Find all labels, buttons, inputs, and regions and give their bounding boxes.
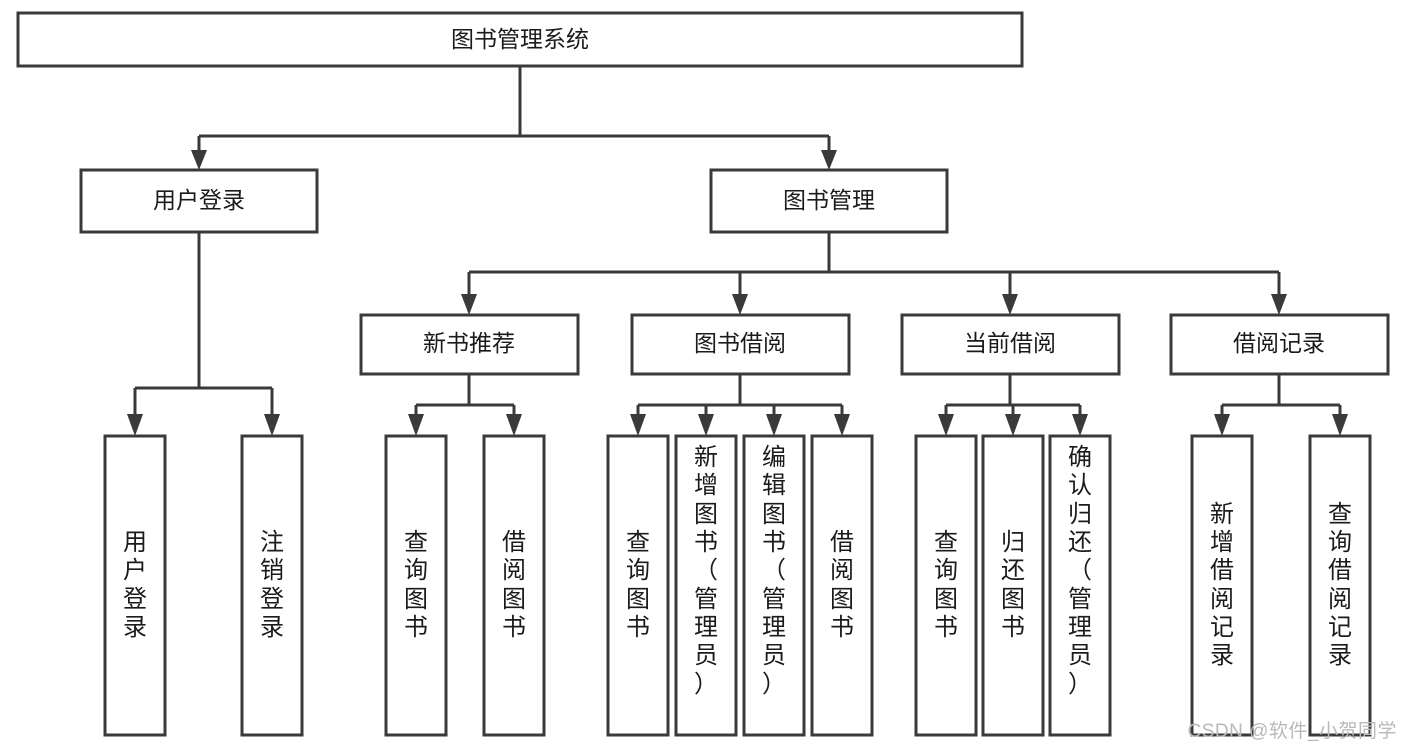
arrow-head-new-book-recommend — [461, 294, 477, 315]
node-leaf-query-record-box[interactable] — [1308, 434, 1372, 737]
node-leaf-return-book-box[interactable] — [981, 434, 1045, 737]
node-leaf-edit-book-box[interactable] — [742, 434, 806, 737]
node-leaf-query-book-3-box[interactable] — [914, 434, 978, 737]
arrow-head-leaf-user-login — [127, 414, 143, 436]
arrow-head-leaf-query-book-2 — [630, 414, 646, 436]
node-user-login-label: 用户登录 — [153, 187, 245, 213]
watermark-text: CSDN @软件_小贺同学 — [1187, 721, 1397, 742]
arrow-head-leaf-add-book — [698, 414, 714, 436]
arrow-head-leaf-query-record — [1332, 414, 1348, 436]
arrow-head-user-login — [191, 150, 207, 170]
node-current-borrow[interactable]: 当前借阅 — [900, 313, 1121, 376]
node-leaf-confirm-return-box[interactable] — [1048, 434, 1112, 737]
node-new-book-recommend-label: 新书推荐 — [423, 330, 515, 356]
arrow-head-leaf-add-record — [1214, 414, 1230, 436]
connector-layer — [127, 66, 1348, 436]
node-root-label: 图书管理系统 — [451, 26, 589, 52]
node-current-borrow-label: 当前借阅 — [964, 330, 1056, 356]
arrow-head-book-borrow — [732, 294, 748, 315]
node-book-manage[interactable]: 图书管理 — [709, 168, 949, 234]
arrow-head-leaf-logout — [264, 414, 280, 436]
arrow-head-leaf-query-book-3 — [938, 414, 954, 436]
node-borrow-record[interactable]: 借阅记录 — [1169, 313, 1390, 376]
arrow-head-leaf-confirm-return — [1072, 414, 1088, 436]
node-new-book-recommend-box[interactable] — [359, 313, 580, 376]
node-leaf-borrow-book-2-box[interactable] — [810, 434, 874, 737]
node-book-borrow[interactable]: 图书借阅 — [630, 313, 851, 376]
node-leaf-borrow-book-1-box[interactable] — [482, 434, 546, 737]
node-borrow-record-label: 借阅记录 — [1233, 330, 1325, 356]
node-user-login-box[interactable] — [79, 168, 319, 234]
node-book-manage-box[interactable] — [709, 168, 949, 234]
arrow-head-leaf-query-book-1 — [408, 414, 424, 436]
arrow-head-borrow-record — [1271, 294, 1287, 315]
arrow-head-leaf-borrow-book-2 — [834, 414, 850, 436]
arrow-head-book-manage — [821, 150, 837, 170]
node-new-book-recommend[interactable]: 新书推荐 — [359, 313, 580, 376]
arrow-head-current-borrow — [1002, 294, 1018, 315]
node-leaf-logout-box[interactable] — [240, 434, 304, 737]
node-book-borrow-box[interactable] — [630, 313, 851, 376]
leaf-box-layer — [103, 434, 1372, 737]
node-leaf-query-book-1-box[interactable] — [384, 434, 448, 737]
node-leaf-user-login-box[interactable] — [103, 434, 167, 737]
node-root[interactable]: 图书管理系统 — [16, 11, 1024, 68]
node-book-manage-label: 图书管理 — [783, 187, 875, 213]
node-borrow-record-box[interactable] — [1169, 313, 1390, 376]
node-current-borrow-box[interactable] — [900, 313, 1121, 376]
arrow-head-leaf-edit-book — [766, 414, 782, 436]
node-leaf-query-book-2-box[interactable] — [606, 434, 670, 737]
arrow-head-leaf-borrow-book-1 — [506, 414, 522, 436]
arrow-head-leaf-return-book — [1005, 414, 1021, 436]
node-leaf-add-record-box[interactable] — [1190, 434, 1254, 737]
node-leaf-add-book-box[interactable] — [674, 434, 738, 737]
node-user-login[interactable]: 用户登录 — [79, 168, 319, 234]
node-root-box[interactable] — [16, 11, 1024, 68]
node-book-borrow-label: 图书借阅 — [694, 330, 786, 356]
